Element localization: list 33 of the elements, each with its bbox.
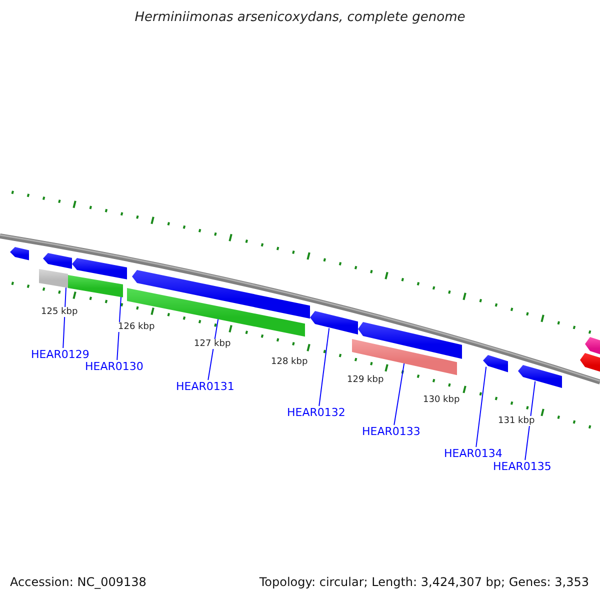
title: Herminiimonas arsenicoxydans, complete genome: [134, 10, 466, 25]
scale-label: 131 kbp: [497, 416, 536, 426]
scale-label: 126 kbp: [117, 322, 156, 332]
leader-line: [116, 296, 122, 360]
footer-text: Accession: NC_009138: [9, 575, 148, 589]
leader-line: [524, 380, 536, 460]
gene-block: [38, 268, 69, 289]
leader-line: [394, 362, 405, 426]
gene-label: HEAR0131: [176, 380, 234, 393]
gene-block: [351, 338, 458, 376]
gene-block: [579, 352, 600, 374]
gene-label: HEAR0129: [31, 348, 90, 361]
gene-block: [42, 252, 73, 270]
gene-block: [9, 246, 30, 262]
gene-label: HEAR0130: [85, 360, 144, 373]
gene-block: [517, 364, 563, 389]
scale-label: 129 kbp: [346, 375, 385, 385]
gene-block: [131, 269, 311, 320]
leader-line: [318, 328, 330, 406]
gene-block: [482, 354, 509, 374]
gene-label: HEAR0133: [362, 425, 420, 438]
footer-text: Topology: circular; Length: 3,424,307 bp; Genes: 3,353: [258, 575, 590, 589]
gene-label: HEAR0135: [493, 460, 552, 473]
leader-line: [476, 366, 487, 448]
gene-label: HEAR0134: [444, 447, 502, 460]
scale-label: 130 kbp: [422, 395, 461, 405]
gene-block: [309, 310, 359, 336]
gene-block: [357, 321, 463, 360]
scale-label: 125 kbp: [40, 307, 79, 317]
gene-label: HEAR0132: [287, 406, 346, 419]
leader-line: [62, 287, 66, 348]
scale-label: 128 kbp: [270, 357, 309, 367]
scale-label: 127 kbp: [193, 339, 232, 349]
